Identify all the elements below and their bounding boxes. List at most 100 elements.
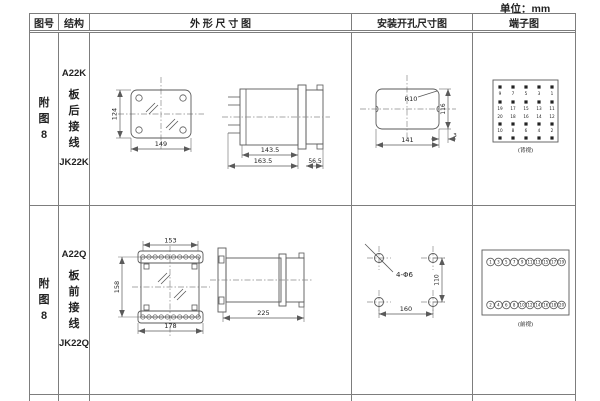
dim-cutout-height: 116 — [440, 103, 447, 115]
header-double-rule — [30, 31, 576, 33]
row2-structure-cell: A22Q 板 前 接 线 JK22Q — [59, 206, 90, 395]
strip-screw — [177, 314, 183, 320]
structure-model: A22Q — [61, 249, 87, 261]
row1-structure-cell: A22K 板 后 接 线 JK22K — [59, 33, 90, 206]
strip-screw — [158, 314, 164, 320]
terminal-number: 8 — [512, 128, 515, 133]
terminal-number: 15 — [523, 106, 529, 111]
header-terminal: 端子图 — [473, 14, 576, 31]
strip-screw — [171, 254, 177, 260]
mounting-drawing-a22k: R10 141 116 3 — [360, 75, 457, 148]
terminal-number: 5 — [505, 260, 508, 265]
dim-height: 124 — [111, 108, 119, 120]
strip-screw — [158, 254, 164, 260]
figure-line: 附 — [38, 96, 50, 109]
terminal-number: 20 — [559, 303, 565, 308]
terminal-strip-circles — [140, 254, 201, 320]
terminal-dot — [537, 85, 541, 89]
structure-line: 板 — [68, 88, 80, 101]
dim-bottom-width: 178 — [164, 322, 176, 330]
row1-mounting-cell: R10 141 116 3 — [352, 33, 473, 206]
sliver-cell — [473, 395, 576, 401]
terminal-number: 19 — [497, 106, 503, 111]
strip-screw — [177, 254, 183, 260]
unit-label: 单位：mm — [500, 3, 551, 15]
strip-screw — [195, 314, 201, 320]
dim-hole-spacing-x: 160 — [400, 305, 412, 313]
row2-mounting-cell: 4-Φ6 110 160 — [352, 206, 473, 395]
strip-screw — [152, 254, 158, 260]
dim-holes-label: 4-Φ6 — [396, 271, 413, 279]
outline-drawing-a22k: 124 149 14 — [111, 77, 330, 169]
dim-body-depth: 143.5 — [261, 146, 280, 154]
row1-outline-cell: 124 149 14 — [90, 33, 352, 206]
dim-corner-radius: R10 — [405, 95, 418, 103]
terminal-dot — [537, 122, 541, 126]
side-view: 225 — [210, 247, 312, 322]
terminal-number: 1 — [551, 91, 554, 96]
row2-figure-cell: 附 图 8 — [30, 206, 59, 395]
terminal-dot — [537, 136, 541, 140]
terminal-number: 14 — [536, 114, 542, 119]
terminal-number: 8 — [513, 303, 516, 308]
dim-height: 158 — [113, 281, 121, 293]
sliver-cell — [352, 395, 473, 401]
terminal-view-label: (背视) — [518, 146, 533, 154]
terminal-number: 7 — [513, 260, 516, 265]
dim-total-depth: 163.5 — [254, 157, 273, 165]
terminal-dot — [498, 85, 502, 89]
strip-screw — [183, 314, 189, 320]
terminal-number: 9 — [521, 260, 524, 265]
strip-screw — [146, 254, 152, 260]
dim-width: 149 — [155, 140, 167, 148]
dim-edge-offset: 3 — [453, 133, 457, 139]
terminal-number: 11 — [549, 106, 555, 111]
strip-screw — [164, 254, 170, 260]
side-view: 143.5 163.5 56.5 — [222, 84, 330, 169]
terminal-number: 7 — [512, 91, 515, 96]
sliver-cell — [59, 395, 90, 401]
strip-screw — [164, 314, 170, 320]
sliver-cell — [90, 395, 352, 401]
structure-model: JK22Q — [58, 338, 90, 350]
terminal-number: 17 — [551, 260, 557, 265]
terminal-circle — [557, 257, 566, 267]
terminal-number: 10 — [520, 303, 526, 308]
terminal-number: 4 — [497, 303, 500, 308]
figure-line: 图 — [38, 293, 50, 306]
terminal-number: 3 — [538, 91, 541, 96]
terminal-number: 2 — [551, 128, 554, 133]
dim-hole-spacing-y: 110 — [434, 274, 441, 286]
strip-screw — [195, 254, 201, 260]
terminal-dot — [537, 100, 541, 104]
terminal-number: 18 — [551, 303, 557, 308]
header-mounting: 安装开孔尺寸图 — [352, 14, 473, 31]
structure-line: 接 — [68, 302, 80, 314]
structure-model: JK22K — [59, 157, 89, 169]
row2-outline-cell: 153 158 178 — [90, 206, 352, 395]
terminal-dot — [550, 100, 554, 104]
sliver-cell — [30, 395, 59, 401]
header-outline: 外 形 尺 寸 图 — [90, 14, 352, 31]
terminal-number: 15 — [543, 260, 549, 265]
header-figure: 图号 — [30, 14, 59, 31]
dim-total-depth: 225 — [257, 309, 269, 317]
terminal-number: 14 — [535, 303, 541, 308]
terminal-dot — [550, 85, 554, 89]
mounting-drawing-a22q: 4-Φ6 110 160 — [364, 243, 445, 318]
structure-model: A22K — [61, 68, 87, 80]
structure-line: 板 — [68, 269, 80, 282]
structure-line: 后 — [68, 104, 80, 117]
terminal-dot — [511, 122, 515, 126]
terminal-number: 13 — [535, 260, 541, 265]
structure-line: 前 — [68, 285, 80, 298]
terminal-dot — [524, 100, 528, 104]
terminal-number: 6 — [505, 303, 508, 308]
terminal-dot — [524, 136, 528, 140]
dim-top-width: 153 — [164, 237, 176, 245]
terminal-number: 5 — [525, 91, 528, 96]
structure-line: 接 — [68, 121, 80, 133]
